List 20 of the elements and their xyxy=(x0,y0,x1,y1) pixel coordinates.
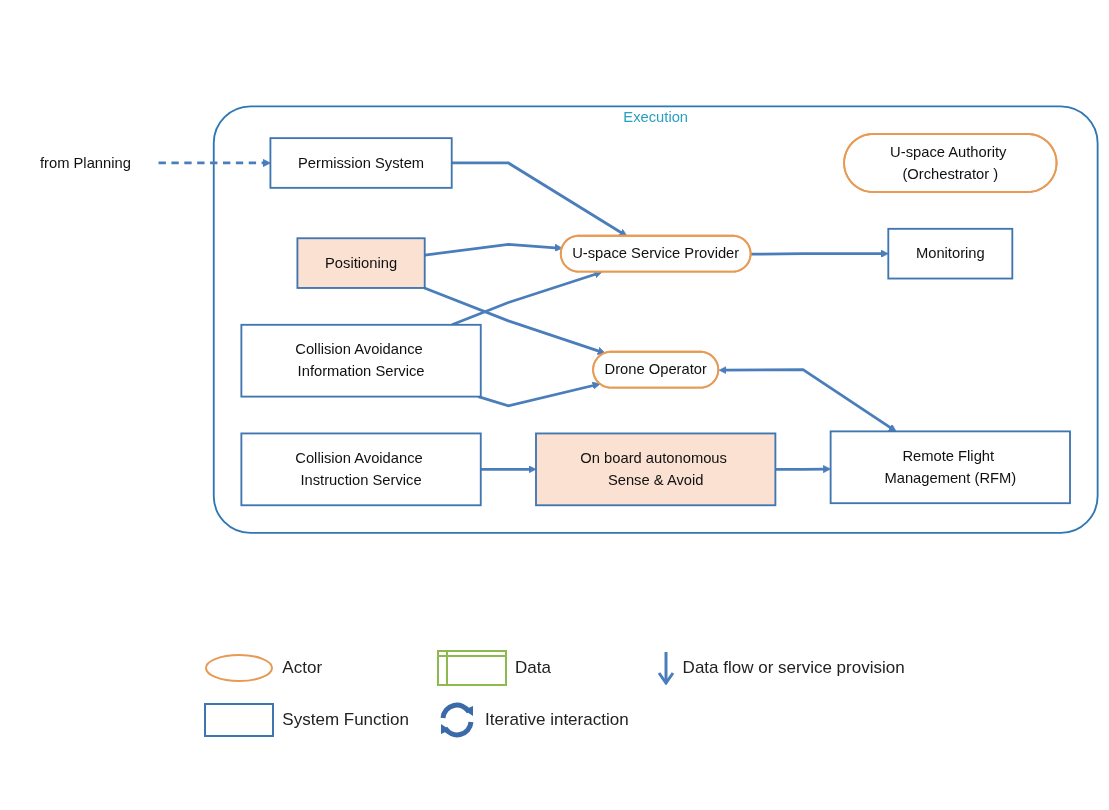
legend-text: Actor xyxy=(282,658,323,678)
legend-text: Data flow or service provision xyxy=(682,658,905,678)
arrow xyxy=(424,243,563,257)
legend-text: Data xyxy=(514,658,551,678)
legend-text: Iterative interaction xyxy=(484,710,629,730)
arrow xyxy=(718,366,896,433)
node-box: Collision Avoidance Information Service xyxy=(239,324,482,398)
node-box: Monitoring xyxy=(886,228,1013,280)
arrow xyxy=(774,465,831,474)
node-box: Remote Flight Management (RFM) xyxy=(829,430,1071,505)
arrow xyxy=(480,465,536,474)
node-box: On board autonomous Sense & Avoid xyxy=(534,432,776,507)
node-box: Collision Avoidance Instruction Service xyxy=(239,432,482,507)
node-box: Permission System xyxy=(269,137,453,190)
legend-text: System Function xyxy=(282,710,409,730)
node-box: Positioning xyxy=(295,237,426,290)
arrow xyxy=(477,382,600,408)
arrow xyxy=(451,162,627,237)
node-text: from Planning xyxy=(39,155,131,171)
arrow xyxy=(423,287,606,356)
